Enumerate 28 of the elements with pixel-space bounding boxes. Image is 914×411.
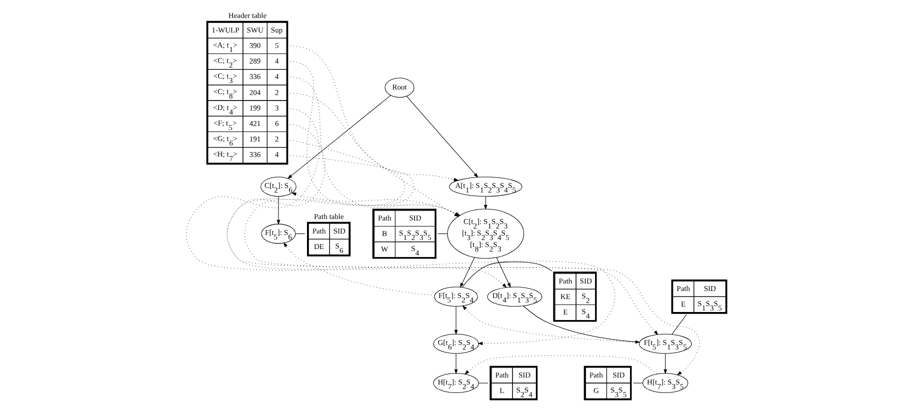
- arrow: [226, 140, 615, 346]
- node-ellipse: Root: [384, 78, 414, 98]
- arrow: [244, 155, 700, 376]
- node-label: Header table: [228, 10, 266, 20]
- arrow: [290, 192, 460, 216]
- connector: [478, 382, 488, 384]
- arrow: [460, 257, 474, 288]
- arrow: [286, 45, 458, 182]
- connector: [461, 262, 552, 288]
- arrow: [286, 95, 390, 179]
- arrow: [522, 306, 640, 344]
- connector: [294, 233, 305, 234]
- arrow: [276, 196, 280, 225]
- node-label: Path table: [313, 212, 344, 221]
- connector: [632, 382, 642, 384]
- arrow: [226, 124, 658, 336]
- arrow: [454, 306, 458, 335]
- arrow: [663, 353, 667, 374]
- arrow: [185, 108, 506, 288]
- arrow: [462, 305, 640, 343]
- connector: [671, 314, 686, 335]
- arrow: [406, 96, 478, 178]
- arrow: [454, 353, 458, 374]
- arrow: [464, 355, 656, 375]
- arrow: [282, 242, 434, 296]
- connector: [437, 233, 448, 234]
- arrow: [483, 196, 487, 210]
- arrow: [496, 257, 510, 288]
